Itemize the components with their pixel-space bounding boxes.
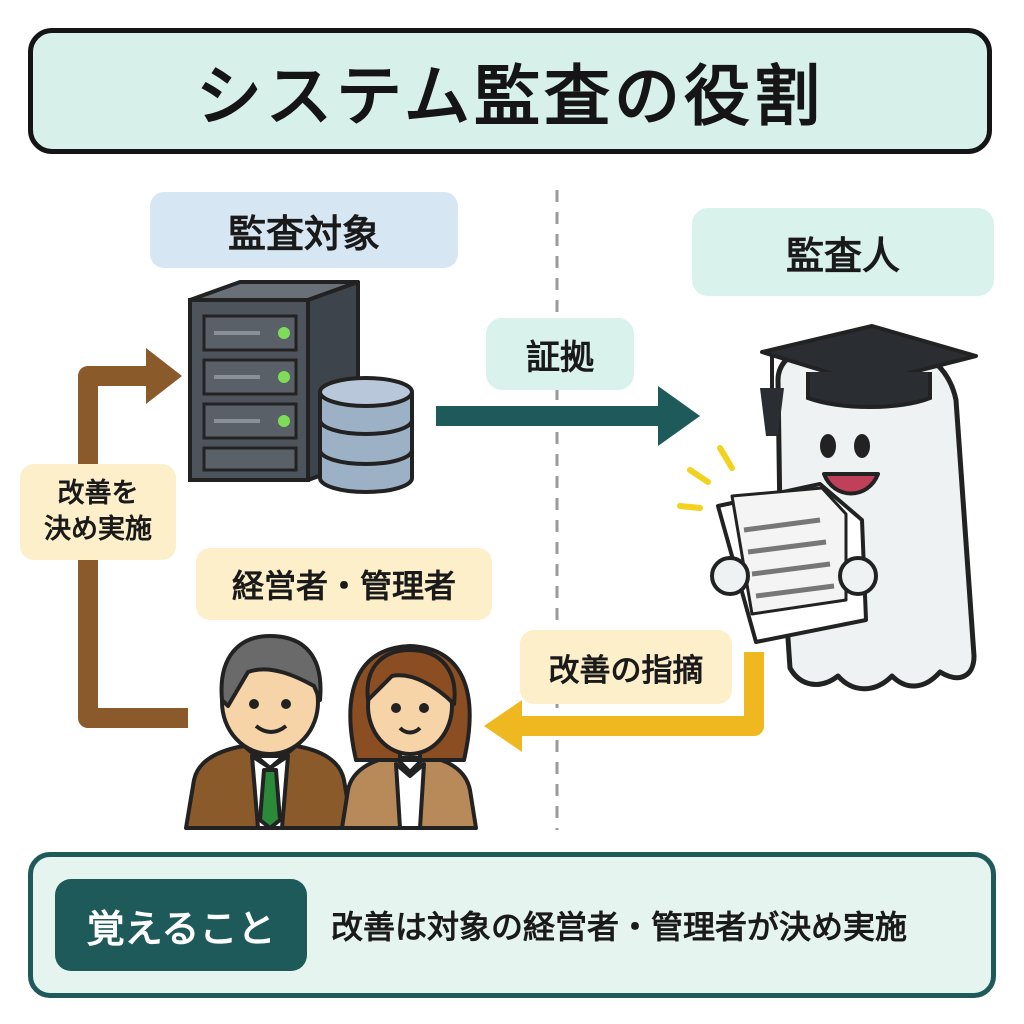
ghost-auditor-icon xyxy=(677,324,978,692)
point-out-arrow xyxy=(518,652,764,736)
summary-box: 覚えること 改善は対象の経営者・管理者が決め実施 xyxy=(28,852,996,998)
point-out-label: 改善の指摘 xyxy=(520,630,732,704)
improve-text-line1: 改善を xyxy=(57,477,139,509)
audit-target-label: 監査対象 xyxy=(150,192,458,268)
managers-label: 経営者・管理者 xyxy=(196,548,492,620)
title-banner: システム監査の役割 xyxy=(28,28,992,154)
point-out-arrow-head xyxy=(484,700,522,752)
remember-tag-text: 覚えること xyxy=(86,906,276,951)
evidence-arrow-head xyxy=(658,386,700,446)
point-out-text: 改善の指摘 xyxy=(548,652,704,689)
managers-text: 経営者・管理者 xyxy=(231,567,456,605)
managers-icon xyxy=(184,634,478,830)
auditor-label: 監査人 xyxy=(692,208,994,296)
audit-target-text: 監査対象 xyxy=(227,211,380,256)
improve-arrow-head xyxy=(146,348,182,404)
auditor-text: 監査人 xyxy=(785,233,900,278)
evidence-arrow-shaft xyxy=(436,406,662,426)
evidence-text: 証拠 xyxy=(526,337,594,378)
evidence-label: 証拠 xyxy=(486,318,634,390)
improve-label: 改善を 決め実施 xyxy=(20,464,176,560)
summary-text: 改善は対象の経営者・管理者が決め実施 xyxy=(331,908,908,946)
page-title: システム監査の役割 xyxy=(195,58,825,135)
improve-text-line2: 決め実施 xyxy=(44,514,152,545)
database-icon xyxy=(318,376,414,494)
remember-tag: 覚えること xyxy=(55,879,307,971)
